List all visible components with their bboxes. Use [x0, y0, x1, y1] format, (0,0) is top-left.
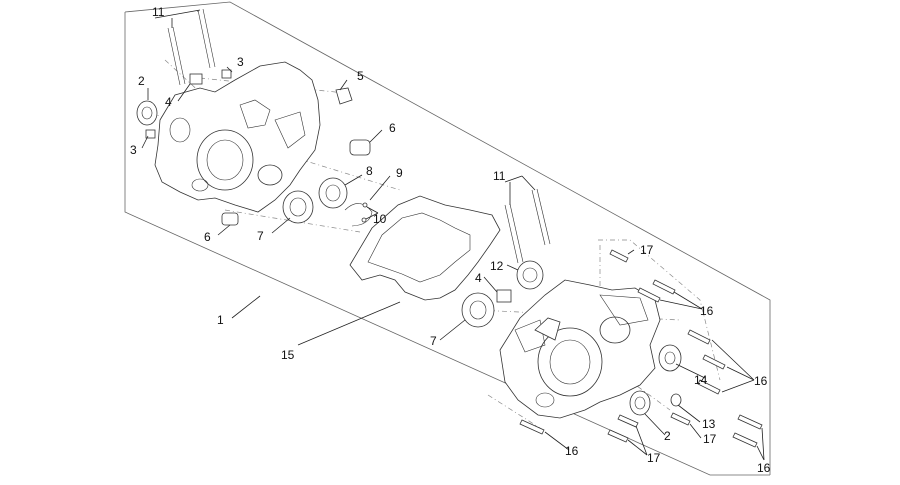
bush-4-right: [496, 289, 512, 303]
callout-4-left: 4: [165, 95, 172, 109]
bush-6-top: [349, 139, 371, 156]
oil-seal-2-left: [136, 100, 158, 126]
callout-4-right: 4: [475, 271, 482, 285]
bolts: [519, 249, 763, 448]
right-small-parts: [461, 260, 682, 416]
callout-11-right: 11: [493, 169, 506, 183]
callout-7-right: 7: [430, 334, 437, 348]
callout-17-right: 17: [703, 432, 717, 446]
oil-seal-2-right: [629, 390, 651, 416]
callout-10: 10: [373, 212, 387, 226]
callout-14: 14: [694, 373, 708, 387]
callout-labels: 11 2 3 3 4 5 6 6 7 8 9 10 1 15 11 12 4 7…: [130, 5, 771, 475]
callout-9: 9: [396, 166, 403, 180]
fitting-5: [335, 87, 353, 105]
callout-8: 8: [366, 164, 373, 178]
callout-2-left: 2: [138, 74, 145, 88]
callout-1: 1: [217, 313, 224, 327]
assembly-frame: [124, 1, 771, 476]
left-crankcase-half: [154, 61, 321, 213]
callout-16-bottom: 16: [565, 444, 579, 458]
callout-15: 15: [281, 348, 295, 362]
callout-17-top: 17: [640, 243, 654, 257]
bearing-7-left: [282, 190, 314, 224]
circlip-9: [344, 203, 373, 227]
callout-13: 13: [702, 417, 716, 431]
stud-pair-left: [167, 8, 216, 86]
oil-seal-14: [658, 344, 682, 372]
dowel-3-bottom: [145, 129, 156, 139]
bearing-7-right: [461, 292, 495, 328]
callout-5: 5: [357, 69, 364, 83]
callout-7-left: 7: [257, 229, 264, 243]
callout-12: 12: [490, 259, 504, 273]
bush-6-bottom: [221, 212, 239, 226]
bearing-8: [318, 177, 348, 209]
callout-2-right: 2: [664, 429, 671, 443]
callout-6-top: 6: [389, 121, 396, 135]
gasket-15: [349, 195, 501, 301]
callout-16-upper: 16: [700, 304, 714, 318]
screw-10b: [361, 217, 367, 223]
callout-17-bottom: 17: [647, 451, 661, 465]
callout-16-middle: 16: [754, 374, 768, 388]
screw-10a: [362, 202, 368, 208]
dowel-3-top: [221, 69, 232, 79]
o-ring-13: [670, 393, 682, 407]
bush-4-left: [189, 73, 203, 85]
callout-6-bottom: 6: [204, 230, 211, 244]
leader-lines: [141, 9, 765, 461]
callout-11-left: 11: [152, 5, 165, 19]
bearing-12: [516, 260, 544, 290]
callout-3-bottom: 3: [130, 143, 137, 157]
right-crankcase-half: [499, 279, 661, 419]
stud-pair-right: [504, 188, 551, 264]
callout-16-lower-right: 16: [757, 461, 771, 475]
callout-3-top: 3: [237, 55, 244, 69]
